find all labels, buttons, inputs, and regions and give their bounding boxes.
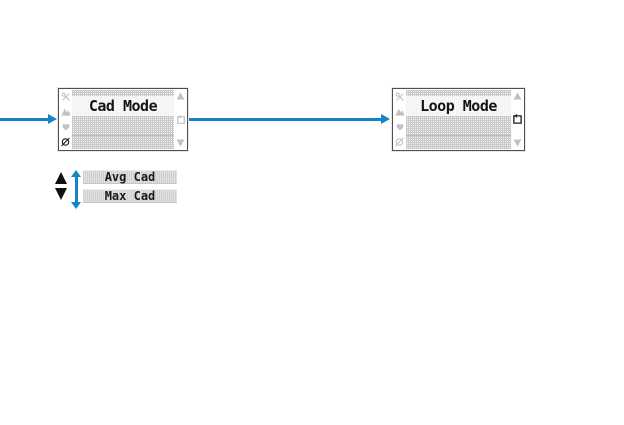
cad-mode-right-icon-column [174, 89, 187, 150]
flow-arrow-next [189, 114, 390, 124]
scroll-arrow-up-head [71, 170, 81, 177]
altitude-icon [60, 107, 71, 116]
loop-icon [176, 114, 186, 125]
heart-rate-icon [61, 122, 71, 131]
flow-arrow-enter-head [48, 114, 57, 124]
flow-arrow-enter [0, 114, 57, 124]
flow-arrow-next-shaft [189, 118, 381, 121]
loop-mode-right-icon-column [511, 89, 524, 150]
tools-icon [61, 92, 71, 102]
scroll-menu: Avg Cad Max Cad [83, 170, 177, 208]
down-button-icon [55, 188, 67, 200]
heart-rate-icon [395, 122, 405, 131]
up-button-icon [55, 172, 67, 184]
flow-arrow-next-head [381, 114, 390, 124]
lcd-screen-cad-mode: Cad Mode [58, 88, 188, 151]
scroll-direction-arrow [70, 170, 82, 209]
loop-icon [512, 114, 523, 125]
lcd-baseline [406, 135, 511, 136]
cadence-icon [60, 136, 71, 147]
menu-item-avg-cad: Avg Cad [83, 170, 177, 184]
cad-mode-lcd-area: Cad Mode [72, 90, 174, 149]
scroll-down-icon [176, 139, 185, 147]
lcd-baseline [72, 135, 174, 136]
scroll-down-icon [513, 139, 522, 147]
scroll-up-icon [513, 92, 522, 100]
scroll-up-icon [176, 92, 185, 100]
cad-mode-left-icon-column [59, 89, 72, 150]
loop-mode-left-icon-column [393, 89, 406, 150]
loop-mode-lcd-area: Loop Mode [406, 90, 511, 149]
tools-icon [395, 92, 405, 102]
up-down-buttons [55, 172, 67, 200]
screen-title: Loop Mode [406, 96, 511, 116]
scroll-arrow-down-head [71, 202, 81, 209]
scroll-arrow-shaft [74, 174, 78, 205]
flow-arrow-enter-shaft [0, 118, 48, 121]
cadence-icon [394, 136, 405, 147]
altitude-icon [394, 107, 405, 116]
lcd-screen-loop-mode: Loop Mode [392, 88, 525, 151]
screen-title: Cad Mode [72, 96, 174, 116]
menu-item-max-cad: Max Cad [83, 189, 177, 203]
